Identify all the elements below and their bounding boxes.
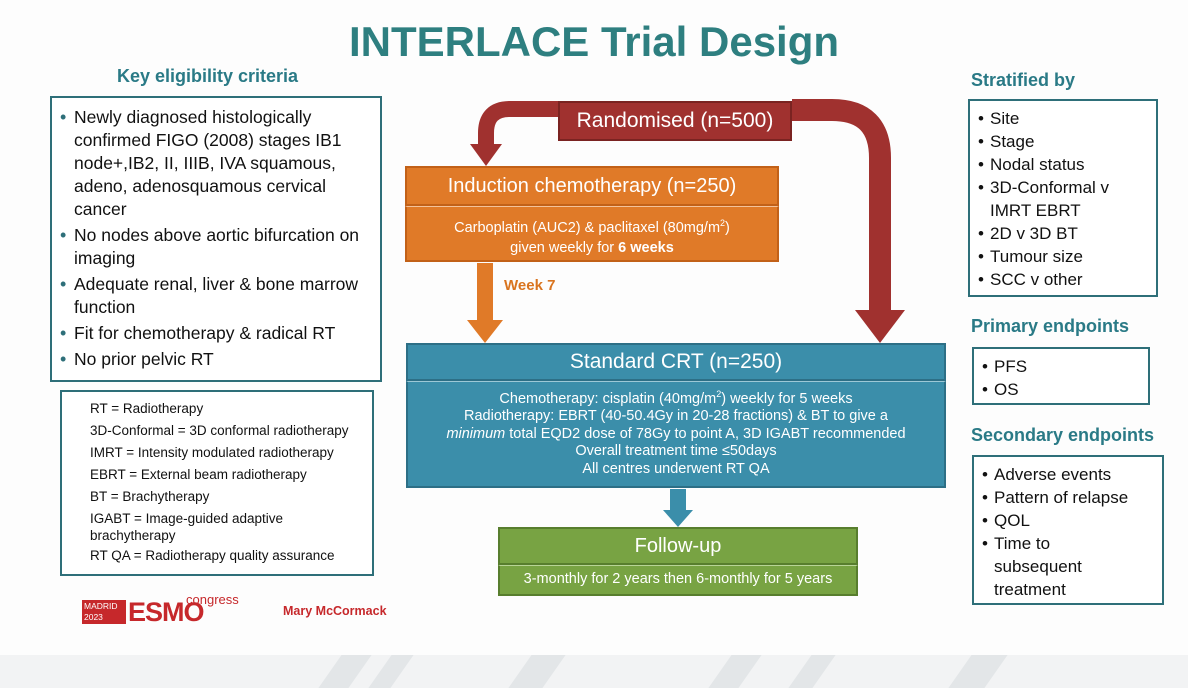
abbreviation: RT QA = Radiotherapy quality assurance bbox=[90, 548, 335, 563]
induction-title: Induction chemotherapy (n=250) bbox=[405, 166, 779, 206]
primary-endpoint: •OS bbox=[982, 380, 1019, 399]
secondary-endpoint: •Adverse events bbox=[982, 465, 1112, 484]
bottom-decoration bbox=[0, 655, 1188, 688]
induction-to-crt-arrow bbox=[477, 263, 493, 320]
abbreviation: 3D-Conformal = 3D conformal radiotherapy bbox=[90, 423, 349, 438]
induction-to-crt-arrowhead bbox=[467, 320, 503, 343]
secondary-endpoint: •Pattern of relapse bbox=[982, 488, 1129, 507]
stratified-box: •Site •Stage •Nodal status •3D-Conformal… bbox=[968, 99, 1158, 297]
secondary-endpoints-box: •Adverse events •Pattern of relapse •QOL… bbox=[972, 455, 1164, 605]
week-7-label: Week 7 bbox=[504, 277, 556, 294]
abbreviation: IGABT = Image-guided adaptive brachyther… bbox=[90, 511, 283, 543]
eligibility-heading: Key eligibility criteria bbox=[117, 66, 299, 86]
secondary-endpoint: •QOL bbox=[982, 511, 1030, 530]
randomised-to-induction-arrowhead bbox=[470, 144, 502, 166]
eligibility-item: Adequate renal, liver & bone marrow func… bbox=[60, 273, 372, 319]
followup-title: Follow-up bbox=[498, 527, 858, 565]
slide-title: INTERLACE Trial Design bbox=[348, 18, 840, 65]
stratified-item: •Tumour size bbox=[978, 247, 1083, 266]
eligibility-item: Fit for chemotherapy & radical RT bbox=[60, 322, 372, 345]
author-name: Mary McCormack bbox=[283, 604, 387, 618]
eligibility-item: No nodes above aortic bifurcation on ima… bbox=[60, 224, 372, 270]
randomised-to-crt-arrow bbox=[792, 99, 891, 312]
stratified-item: •SCC v other bbox=[978, 270, 1083, 289]
induction-details: Carboplatin (AUC2) & paclitaxel (80mg/m2… bbox=[405, 206, 779, 262]
abbreviation: BT = Brachytherapy bbox=[90, 489, 210, 504]
crt-title: Standard CRT (n=250) bbox=[406, 343, 946, 381]
abbreviation: RT = Radiotherapy bbox=[90, 401, 204, 416]
followup-details: 3-monthly for 2 years then 6-monthly for… bbox=[498, 565, 858, 596]
stratified-item: •Site bbox=[978, 109, 1020, 128]
stratified-item: •Stage bbox=[978, 132, 1035, 151]
stratified-item: •2D v 3D BT bbox=[978, 224, 1078, 243]
crt-to-followup-arrow bbox=[670, 489, 686, 511]
abbreviation: EBRT = External beam radiotherapy bbox=[90, 467, 307, 482]
stratified-item: •Nodal status bbox=[978, 155, 1085, 174]
crt-details: Chemotherapy: cisplatin (40mg/m2) weekly… bbox=[406, 381, 946, 488]
abbreviations-box: RT = Radiotherapy 3D-Conformal = 3D conf… bbox=[60, 390, 374, 576]
primary-endpoints-box: •PFS •OS bbox=[972, 347, 1150, 405]
primary-endpoint: •PFS bbox=[982, 357, 1028, 376]
randomised-to-crt-arrowhead bbox=[855, 310, 905, 343]
secondary-endpoints-heading: Secondary endpoints bbox=[971, 425, 1155, 445]
stratified-heading: Stratified by bbox=[971, 70, 1076, 90]
randomised-to-induction-arrow bbox=[478, 101, 558, 146]
eligibility-item: No prior pelvic RT bbox=[60, 348, 372, 371]
stratified-item: •3D-Conformal v IMRT EBRT bbox=[978, 178, 1110, 220]
secondary-endpoint: •Time to subsequent treatment bbox=[982, 534, 1082, 599]
abbreviation: IMRT = Intensity modulated radiotherapy bbox=[90, 445, 334, 460]
primary-endpoints-heading: Primary endpoints bbox=[971, 316, 1130, 336]
eligibility-box: Newly diagnosed histologically confirmed… bbox=[50, 96, 382, 382]
randomised-box: Randomised (n=500) bbox=[558, 101, 792, 141]
eligibility-item: Newly diagnosed histologically confirmed… bbox=[60, 106, 372, 221]
crt-to-followup-arrowhead bbox=[663, 510, 693, 527]
